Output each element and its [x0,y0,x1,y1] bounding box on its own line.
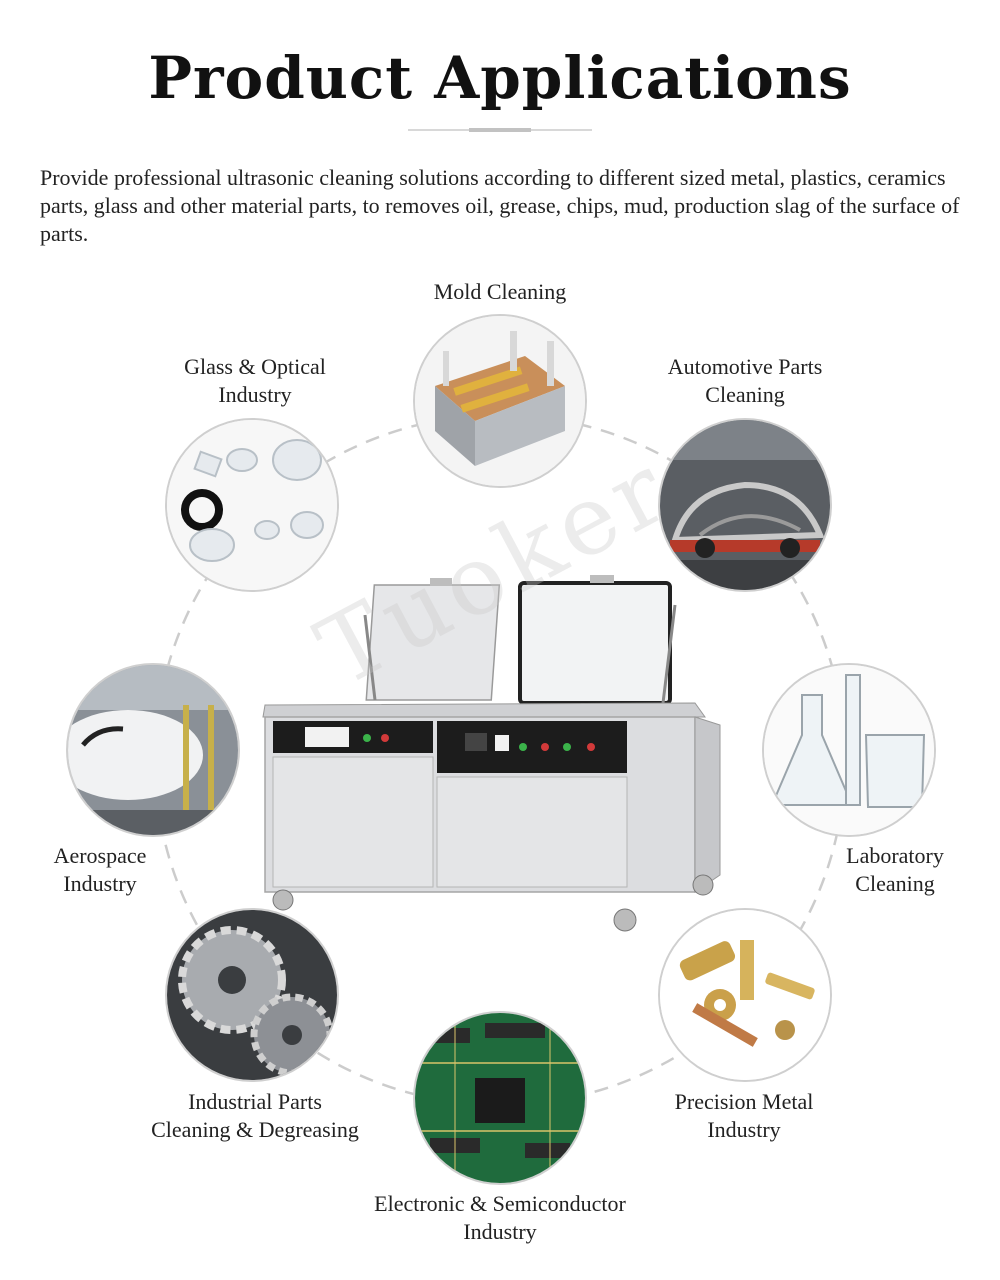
label-electronic-semiconductor: Electronic & Semiconductor Industry [374,1191,626,1244]
automotive-parts-image [660,420,830,590]
label-industrial-parts: Industrial Parts Cleaning & Degreasing [151,1089,359,1142]
precision-metal-parts-image [660,910,830,1080]
page-title: Product Applications [148,44,852,112]
label-aerospace: Aerospace Industry [53,843,147,896]
label-mold-cleaning: Mold Cleaning [433,279,567,304]
intro-paragraph: Provide professional ultrasonic cleaning… [40,165,960,246]
laboratory-glassware-image [764,665,934,835]
label-automotive-parts: Automotive Parts Cleaning [667,354,823,407]
title-divider-accent [469,128,531,132]
mold-cleaning-image [415,316,585,486]
ultrasonic-cleaner-illustration [262,575,721,932]
glass-optical-lenses-image [167,420,337,590]
industrial-gears-image [167,910,337,1080]
aerospace-aircraft-image [68,665,238,835]
label-glass-optical: Glass & Optical Industry [184,354,326,407]
label-laboratory: Laboratory Cleaning [846,843,944,896]
electronic-pcb-image [415,1013,585,1183]
label-precision-metal: Precision Metal Industry [674,1089,814,1142]
